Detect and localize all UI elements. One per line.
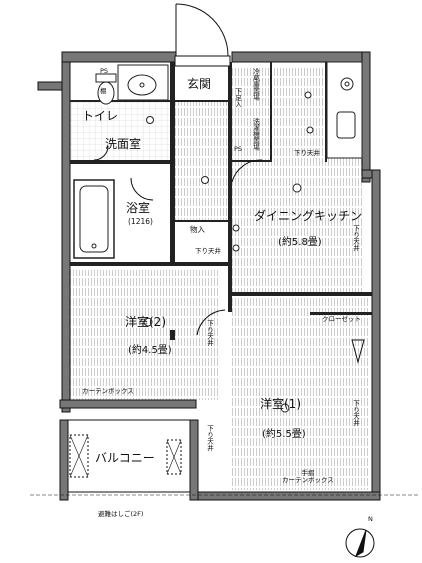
curtain-box-western2: カーテンボックス [82, 387, 134, 395]
entrance-door [174, 3, 231, 67]
interior-walls [70, 62, 372, 340]
room-washroom: 洗面室 [105, 137, 142, 151]
outer-walls [37, 51, 381, 501]
ceiling-lights [143, 91, 314, 413]
curtain-box-western1: 手摺 カーテンボックス [282, 469, 334, 484]
floor-western1 [230, 296, 370, 490]
closet-doors [93, 145, 365, 364]
room-bath: 浴室 [126, 201, 151, 215]
lowered-ceiling-western2: 下り天井 [205, 320, 214, 346]
toilet-fixture [95, 73, 117, 105]
fridge-space: 冷蔵庫置場 [251, 68, 260, 101]
shelf-label: 棚 [100, 87, 107, 95]
wash-basin [117, 64, 169, 101]
lowered-ceiling-dk-right: 下り天井 [351, 225, 360, 251]
room-toilet: トイレ [82, 109, 119, 123]
north-arrow-icon [345, 528, 375, 558]
lowered-ceiling-balcony: 下り天井 [205, 425, 214, 451]
washer-space: 洗濯機置場 [251, 118, 260, 151]
lowered-ceiling-kitchen: 下り天井 [294, 149, 320, 157]
evacuation-ladder-label: 避難はしご(2F) [98, 510, 144, 518]
lowered-ceiling-storage: 下り天井 [195, 247, 221, 255]
floor-entrance-hall [175, 100, 232, 220]
room-western1: 洋室(1) [260, 397, 301, 411]
room-entrance: 玄関 [187, 77, 212, 91]
room-balcony: バルコニー [95, 451, 155, 465]
floor-western2 [70, 270, 220, 400]
room-dining-kitchen-size: (約5.8畳) [278, 237, 322, 248]
lowered-ceiling-western1: 下り天井 [351, 400, 360, 426]
room-storage: 物入 [190, 225, 205, 234]
north-label: N [368, 515, 373, 523]
room-closet: クローゼット [322, 315, 361, 323]
room-western2-size: (約4.5畳) [128, 345, 172, 356]
room-western2: 洋室(2) [125, 315, 166, 329]
balcony-area [30, 419, 420, 496]
room-bath-size: (1216) [128, 217, 153, 226]
floor-toilet [70, 100, 170, 160]
bathtub [73, 179, 115, 259]
room-dining-kitchen: ダイニングキッチン [254, 209, 363, 223]
pipe-space-top: PS [100, 67, 109, 75]
pipe-space-mid: PS [234, 145, 243, 153]
room-western1-size: (約5.5畳) [262, 429, 306, 440]
kitchen-counter [326, 61, 363, 159]
shoebox-label: 下足入 [233, 88, 242, 108]
